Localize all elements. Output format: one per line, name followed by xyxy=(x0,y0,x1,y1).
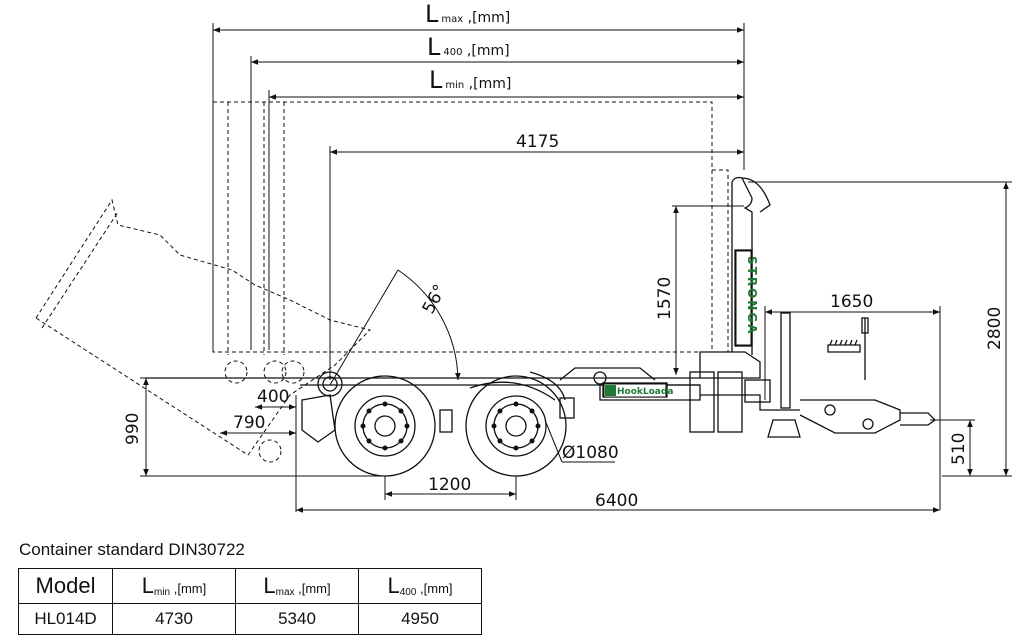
container-standard-caption: Container standard DIN30722 xyxy=(19,540,245,559)
wheels xyxy=(334,375,567,477)
front-wheel xyxy=(465,375,567,477)
dim-400: 400 xyxy=(257,387,289,407)
dim-6400: 6400 xyxy=(595,491,638,511)
cell-model: HL014D xyxy=(18,603,113,635)
dim-1200: 1200 xyxy=(428,475,471,495)
cell-l400: 4950 xyxy=(358,603,482,635)
svg-text:HookLoada: HookLoada xyxy=(617,387,673,397)
dim-790: 790 xyxy=(233,413,265,433)
dim-990: 990 xyxy=(123,413,143,445)
spec-table: Model Lmin ,[mm] Lmax ,[mm] L400 ,[mm] H… xyxy=(18,568,482,635)
header-l400: L400 ,[mm] xyxy=(358,568,482,604)
dim-1570: 1570 xyxy=(655,277,675,320)
spec-table-header: Model Lmin ,[mm] Lmax ,[mm] L400 ,[mm] xyxy=(18,568,482,604)
table-row: HL014D 4730 5340 4950 xyxy=(18,603,482,635)
hookloada-logo: HookLoada xyxy=(603,383,673,398)
cell-lmin: 4730 xyxy=(112,603,236,635)
header-model: Model xyxy=(18,568,113,604)
header-lmin: Lmin ,[mm] xyxy=(112,568,236,604)
dim-510: 510 xyxy=(949,433,969,465)
dim-angle-56: 56° xyxy=(419,281,451,317)
dim-wheel-diameter: Ø1080 xyxy=(562,443,619,463)
dim-1650: 1650 xyxy=(830,292,873,312)
mast-brand-text: STRONGA xyxy=(745,256,759,335)
rear-wheel xyxy=(334,375,436,477)
dim-4175: 4175 xyxy=(516,132,559,152)
header-lmax: Lmax ,[mm] xyxy=(235,568,359,604)
cell-lmax: 5340 xyxy=(235,603,359,635)
dim-2800: 2800 xyxy=(985,307,1005,350)
trailer-technical-drawing: STRONGA HookLoada Lmax ,[mm] L400 ,[mm] … xyxy=(35,0,1012,513)
